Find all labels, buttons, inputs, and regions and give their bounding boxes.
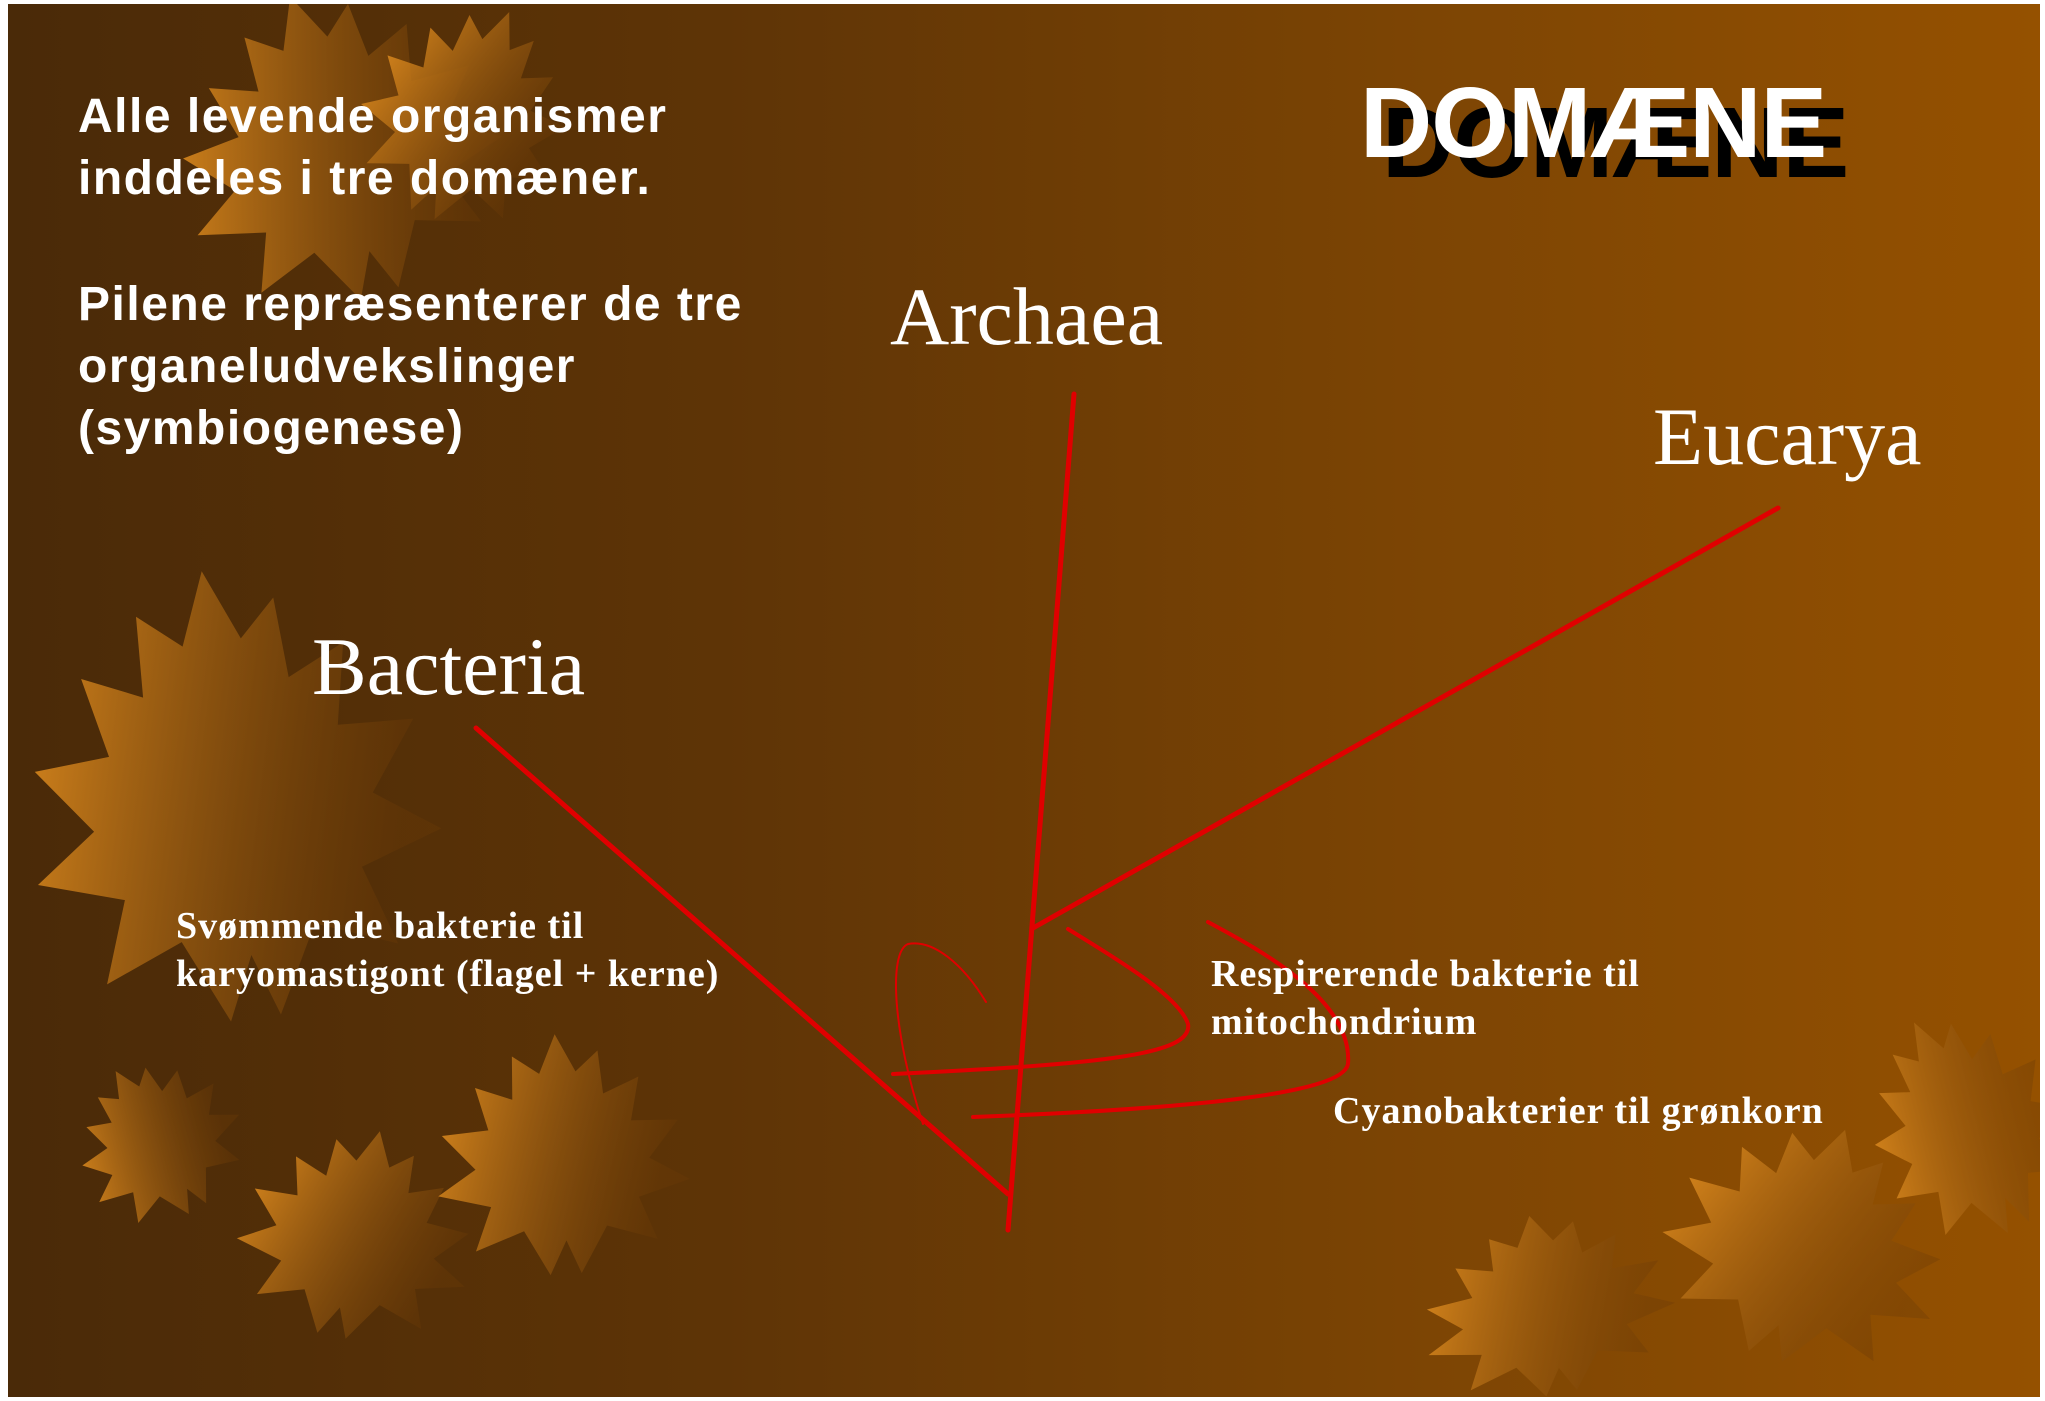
branch-bacteria [473, 725, 1011, 1197]
arrow-mitochondrium [891, 927, 1191, 1076]
note-mitochondrium: Respirerende bakterie til mitochondrium [1211, 950, 1640, 1046]
branch-eucarya [1030, 505, 1781, 931]
slide: Alle levende organismer inddeles i tre d… [8, 4, 2040, 1397]
note-mitochondrium-line-1: Respirerende bakterie til [1211, 953, 1640, 995]
domain-label-bacteria: Bacteria [312, 621, 586, 712]
note-groenkorn: Cyanobakterier til grønkorn [1333, 1090, 1824, 1132]
slide-title-shadow: DOMÆNE [1382, 87, 1849, 199]
intro-domains-text: Alle levende organismer inddeles i tre d… [78, 90, 668, 205]
note-mitochondrium-line-2: mitochondrium [1211, 1001, 1478, 1043]
arrow-groenkorn [971, 920, 1351, 1119]
note-karyomastigont-line-1: Svømmende bakterie til [176, 905, 585, 947]
note-karyomastigont-line-2: karyomastigont (flagel + kerne) [176, 953, 720, 995]
domain-label-archaea: Archaea [890, 271, 1164, 362]
branch-archaea [1005, 391, 1077, 1233]
intro-arrows-text: Pilene repræsenterer de tre organeludvek… [78, 278, 743, 455]
slide-title: DOMÆNE DOMÆNE [1360, 67, 1849, 198]
slide-title-text: DOMÆNE [1360, 67, 1827, 179]
symbiogenesis-diagram [473, 391, 1781, 1233]
arrow-flagel [895, 942, 987, 1125]
note-karyomastigont: Svømmende bakterie til karyomastigont (f… [176, 902, 719, 998]
domain-label-eucarya: Eucarya [1653, 391, 1922, 482]
